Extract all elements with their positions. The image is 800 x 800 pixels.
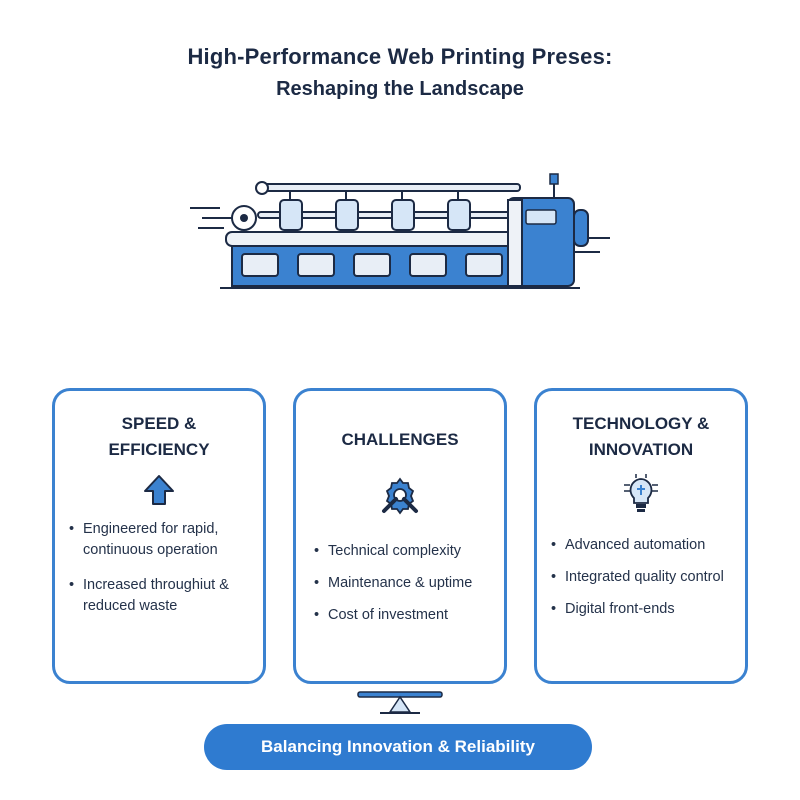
list-item: Maintenance & uptime xyxy=(314,573,496,594)
page-title: High-Performance Web Printing Preses: xyxy=(187,44,613,69)
card-title: SPEED & EFFICIENCY xyxy=(55,411,263,463)
seesaw-balance-icon xyxy=(357,691,443,714)
card-title-line: EFFICIENCY xyxy=(108,440,210,459)
gear-wrench-icon xyxy=(382,477,418,515)
lightbulb-chip-icon xyxy=(624,474,658,512)
title-block: High-Performance Web Printing Preses: Re… xyxy=(0,44,800,101)
balance-banner: Balancing Innovation & Reliability xyxy=(204,724,592,770)
list-item: Digital front-ends xyxy=(551,599,737,620)
list-item: Cost of investment xyxy=(314,605,496,626)
card-challenges: CHALLENGES Technical complexity Maintena… xyxy=(293,388,507,684)
card-title-line: TECHNOLOGY & xyxy=(572,414,710,433)
list-item: Integrated quality control xyxy=(551,567,737,588)
card-speed-efficiency: SPEED & EFFICIENCY Engineered for rapid,… xyxy=(52,388,266,684)
page-subtitle: Reshaping the Landscape xyxy=(276,78,524,100)
card-title-line: INNOVATION xyxy=(588,440,694,459)
list-item: Advanced automation xyxy=(551,535,737,556)
card-title-line: CHALLENGES xyxy=(341,430,459,449)
card-title: TECHNOLOGY & INNOVATION xyxy=(537,411,745,463)
card-title-line: SPEED & xyxy=(121,414,197,433)
bullet-list: Engineered for rapid, continuous operati… xyxy=(69,519,255,617)
list-item: Technical complexity xyxy=(314,541,496,562)
web-printing-press-icon xyxy=(190,173,610,289)
up-arrow-icon xyxy=(144,475,174,505)
card-technology-innovation: TECHNOLOGY & INNOVATION Advanced automat… xyxy=(534,388,748,684)
card-title: CHALLENGES xyxy=(296,427,504,453)
bullet-list: Advanced automation Integrated quality c… xyxy=(551,535,737,620)
bullet-list: Technical complexity Maintenance & uptim… xyxy=(314,541,496,626)
list-item: Increased throughiut & reduced waste xyxy=(69,575,255,617)
list-item: Engineered for rapid, continuous operati… xyxy=(69,519,255,561)
